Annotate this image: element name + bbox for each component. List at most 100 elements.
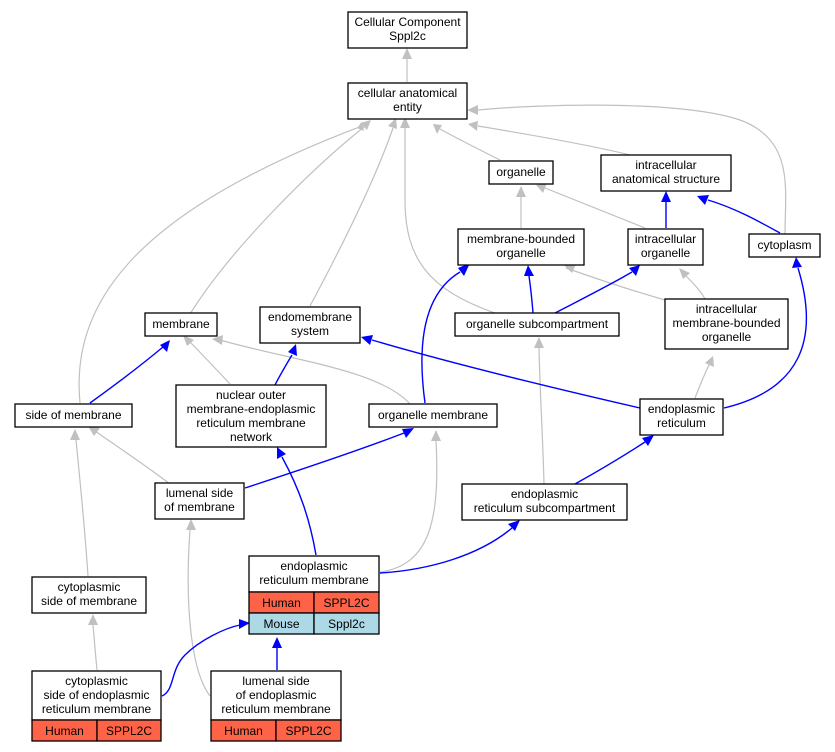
arrow-er-endo [361,335,373,345]
annotation-species-human: Human [262,596,301,610]
node-label-line: endoplasmic [511,487,578,501]
node-label-line: side of membrane [41,594,137,608]
edge-endo-cae [309,127,394,307]
annotation-cell-gene [275,719,342,742]
node-organelle-subcompartment[interactable]: organelle subcompartment [454,312,620,337]
arrow-som-cae [357,122,364,131]
edge-om-mbo [421,271,461,404]
edge-osub-mbo [528,275,534,314]
node-label-line: organelle membrane [378,408,488,422]
edge-ersub-er [574,441,646,485]
node-side-of-membrane[interactable]: side of membrane [14,403,133,428]
arrow-osub-cae [400,117,410,128]
node-label-line: membrane [152,317,210,331]
node-label-line: lumenal side [166,486,234,500]
node-label-line: side of membrane [25,408,121,422]
node-intracellular-membrane-bounded-organelle[interactable]: intracellular membrane-bounded organelle [664,298,789,350]
node-organelle[interactable]: organelle [488,160,554,185]
arrow-cytoplasm-ias [697,195,709,205]
arrow-osub-mbo [524,265,534,276]
node-label-line: membrane-bounded [672,316,780,330]
annotation-species-human: Human [45,724,84,738]
arrow-erm-nuc [277,447,286,459]
edge-erm-nuc [281,456,317,556]
node-organelle-membrane[interactable]: organelle membrane [368,403,498,428]
edge-osub-cae [404,128,496,314]
node-label-line: reticulum subcompartment [474,501,616,515]
edge-nuc-membrane [187,339,231,385]
annotation-gene-human: SPPL2C [106,724,152,738]
arrow-erm-ersub [508,520,520,531]
node-label-line: nuclear outer [216,388,286,402]
annotation-gene-human: SPPL2C [323,596,369,610]
node-intracellular-anatomical-structure[interactable]: intracellular anatomical structure [600,154,732,192]
node-endomembrane-system[interactable]: endomembrane system [259,306,361,344]
node-label-line: organelle [496,165,546,179]
edge-lser-lsm [187,529,211,697]
node-label-line: cytoplasmic [65,674,128,688]
annotation-gene-mouse: Sppl2c [328,617,365,631]
node-cellular-component[interactable]: Cellular Component Sppl2c [347,11,468,49]
arrow-nuc-membrane [183,335,194,346]
arrow-csm-som [70,429,80,440]
edge-som-membrane [89,346,164,404]
node-lumenal-side-of-er-membrane[interactable]: lumenal side of endoplasmic reticulum me… [210,670,342,742]
node-label-line: organelle [702,330,752,344]
node-label-line: system [291,324,329,338]
edges [75,59,808,697]
arrow-lser-erm [272,637,282,648]
node-cytoplasm[interactable]: cytoplasm [748,233,821,258]
node-label-line: intracellular [635,158,696,172]
arrow-io-ias [661,191,671,202]
edge-erm-ersub [379,527,513,574]
node-cytoplasmic-side-of-membrane[interactable]: cytoplasmic side of membrane [31,576,147,614]
node-label-line: intracellular [635,232,696,246]
arrow-imbo-mbo [564,264,576,273]
node-er-membrane[interactable]: endoplasmic reticulum membrane Human SPP… [248,555,380,635]
node-endoplasmic-reticulum[interactable]: endoplasmic reticulum [639,398,724,436]
annotation-cell-gene [96,719,162,742]
node-er-subcompartment[interactable]: endoplasmic reticulum subcompartment [461,483,628,521]
node-label-line: of endoplasmic [236,688,317,702]
node-membrane[interactable]: membrane [144,312,218,337]
node-label-line: endoplasmic [648,402,715,416]
edge-imbo-io [685,275,706,300]
edge-organelle-cae [439,128,501,161]
arrow-om-membrane [212,335,223,345]
node-label-line: membrane-endoplasmic [187,402,316,416]
node-label-line: reticulum [657,416,706,430]
edge-er-endo [371,339,641,409]
node-membrane-bounded-organelle[interactable]: membrane-bounded organelle [457,228,585,266]
arrow-er-imbo [705,356,714,367]
edge-osub-io [554,271,633,314]
arrow-er-cytoplasm [792,257,802,268]
annotation-cell-gene [313,612,380,635]
arrow-imbo-io [679,268,690,279]
edge-lsm-som [94,430,171,485]
edge-cser-erm [161,624,241,697]
node-label-line: cytoplasm [757,238,811,252]
node-lumenal-side-of-membrane[interactable]: lumenal side of membrane [154,482,245,520]
edge-csm-som [75,439,89,577]
annotation-species-human: Human [224,724,263,738]
arrow-om-mbo [458,263,470,276]
node-nuclear-outer-membrane-er-network[interactable]: nuclear outer membrane-endoplasmic retic… [175,384,327,448]
node-label-line: Cellular Component [354,15,461,29]
edge-som-cae [78,125,363,404]
edge-nuc-endo [274,354,293,386]
node-intracellular-organelle[interactable]: intracellular organelle [627,228,704,266]
node-cytoplasmic-side-of-er-membrane[interactable]: cytoplasmic side of endoplasmic reticulu… [31,670,162,742]
node-cellular-anatomical-entity[interactable]: cellular anatomical entity [347,82,468,120]
node-label-line: endomembrane [268,310,352,324]
node-label-line: reticulum membrane [42,702,152,716]
node-label-line: membrane-bounded [467,232,575,246]
arrowheads [70,48,802,648]
edge-cytoplasm-ias [707,199,781,234]
arrow-cser-csm [88,614,98,625]
node-label-line: network [230,430,273,444]
arrow-membrane-cae [360,120,371,130]
annotation-gene-human: SPPL2C [285,724,331,738]
annotation-species-mouse: Mouse [263,617,299,631]
node-label-line: entity [393,100,422,114]
